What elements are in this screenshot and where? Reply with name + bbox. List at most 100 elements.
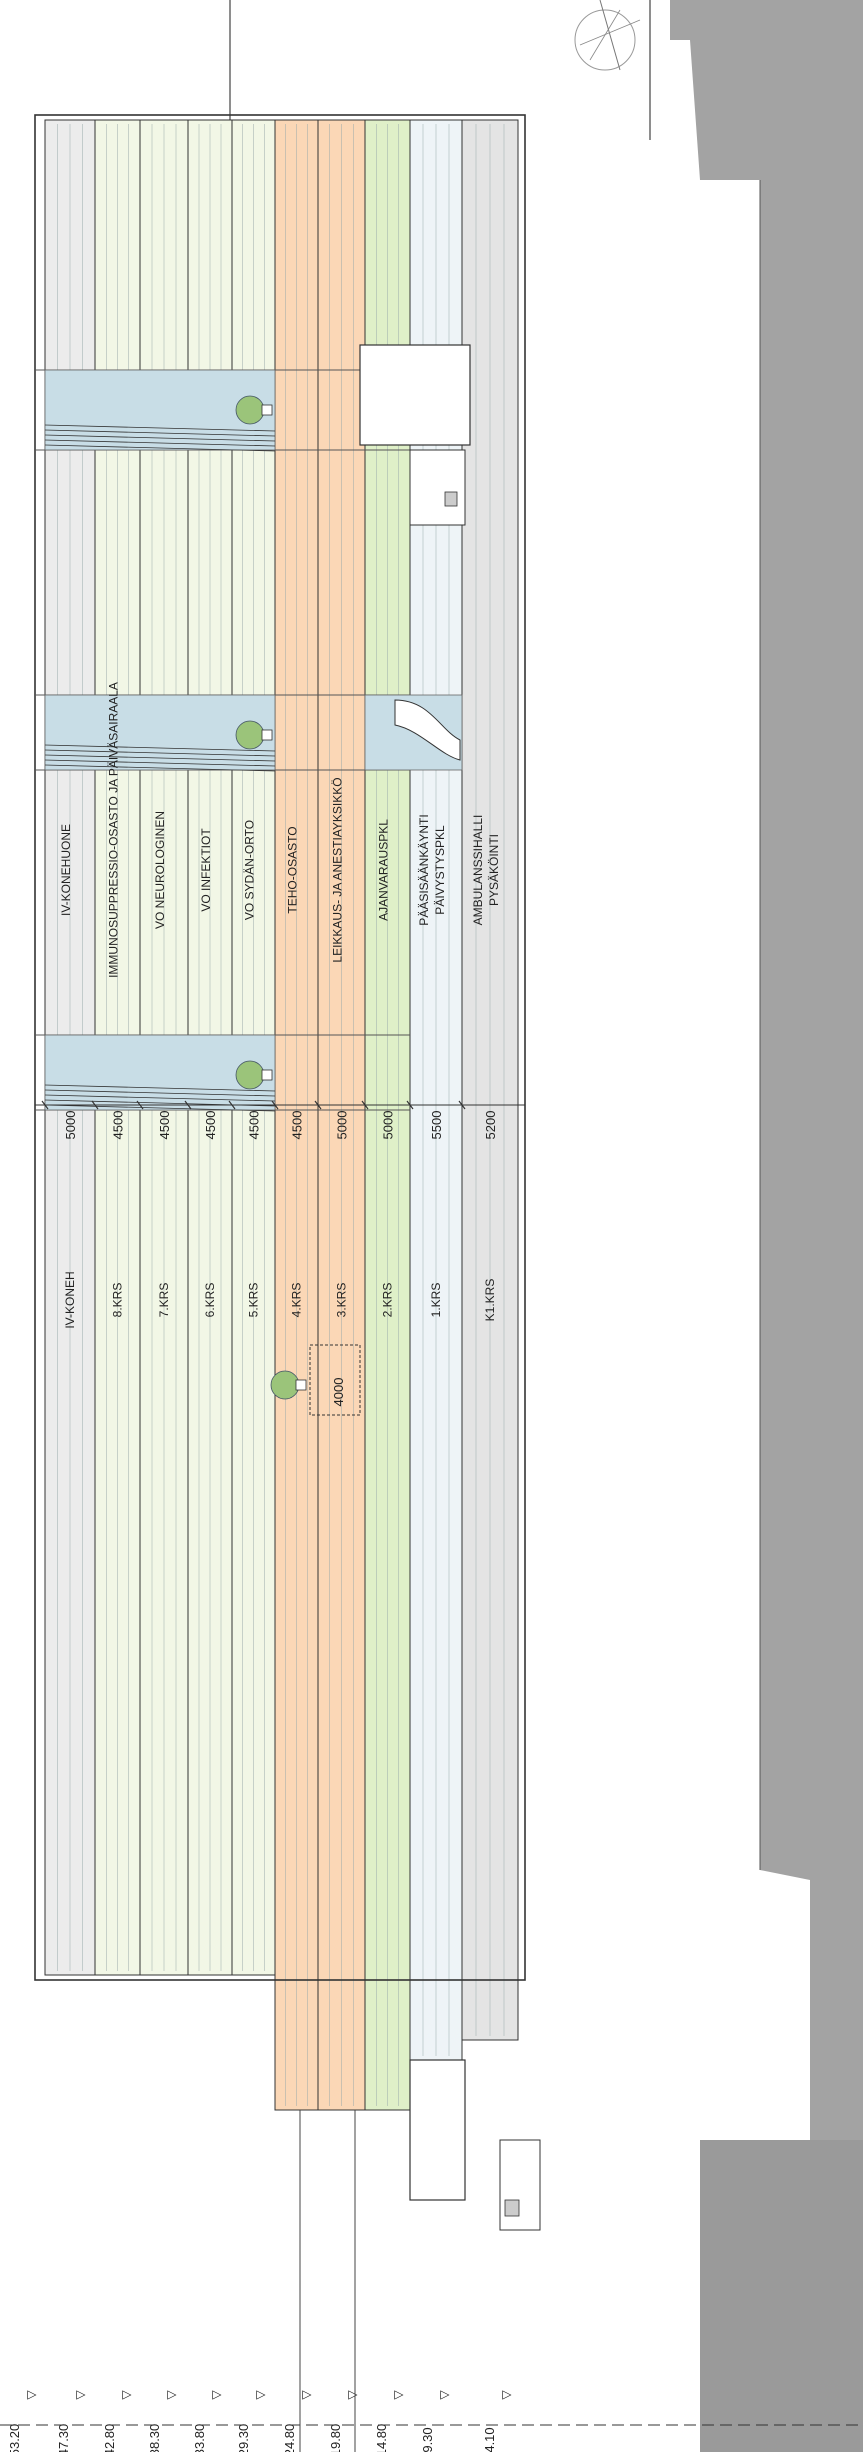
atria [44,344,471,1112]
canopy-dimension: 4000 [331,1378,346,1407]
atrium-hatch [44,444,276,452]
atrium-hatch [44,434,276,442]
dimension-tick [136,1100,144,1110]
planter [261,729,273,741]
floor-height-k1: 5500 [429,1111,444,1140]
floor-function-k6: VO INFEKTIOT [199,828,213,912]
planter [261,404,273,416]
level-marker-10: ▽ [499,2390,513,2400]
atrium-hatch [44,1094,276,1102]
floor-label-k5: 5.KRS [247,1283,261,1318]
level-value-8: 14.80 [374,2424,389,2452]
tree-crown [235,720,265,750]
surroundings [204,0,863,2452]
atrium-hatch [44,424,276,432]
extras [299,2059,541,2452]
dimension-tick [271,1100,279,1110]
floor-height-k3: 5000 [335,1111,350,1140]
tree-icon [270,1370,300,1400]
atrium-hatch [44,764,276,772]
floor-function-k2: AJANVARAUSPKL [377,819,391,921]
atrium-hatch [44,1084,276,1092]
atrium-hatch [44,429,276,437]
ground-bottom [700,2140,863,2452]
level-value-0: 53.20 [7,2424,22,2452]
floor-function-k1k: AMBULANSSIHALLI [471,815,485,926]
dimension-tick [91,1100,99,1110]
floor-function-k1k: PYSÄKÖINTI [487,834,501,906]
floor-height-k2: 5000 [381,1111,396,1140]
level-marker-7: ▽ [345,2390,359,2400]
floor-function-k3: LEIKKAUS- JA ANESTIAYKSIKKÖ [331,777,345,962]
level-marker-2: ▽ [119,2390,133,2400]
floor-height-k7: 4500 [157,1111,172,1140]
floor-label-ivkone: IV-KONEH [63,1271,77,1328]
level-marker-9: ▽ [437,2390,451,2400]
floor-function-k8: IMMUNOSUPPRESSIO-OSASTO JA PÄIVÄSAIRAALA [107,682,121,978]
floor-label-k6: 6.KRS [203,1283,217,1318]
vehicle-icon [504,2199,520,2217]
tree-icon [235,720,273,750]
tree-crown [235,395,265,425]
vehicle-icon [444,491,458,507]
planter [295,1379,307,1391]
vertical-shaft [359,344,471,446]
level-marker-0: ▽ [24,2390,38,2400]
floor-function-k4: TEHO-OSASTO [286,826,300,913]
level-marker-8: ▽ [391,2390,405,2400]
level-marker-3: ▽ [164,2390,178,2400]
floor-height-ivkone: 5000 [63,1111,78,1140]
floor-label-k3: 3.KRS [335,1283,349,1318]
floor-label-k8: 8.KRS [111,1283,125,1318]
level-marker-1: ▽ [73,2390,87,2400]
dimension-tick [228,1100,236,1110]
floor-texts: IV-KONEHUONE IV-KONEH IMMUNOSUPPRESSIO-OSA… [59,682,501,1329]
level-value-1: 47.30 [56,2424,71,2452]
atrium-hatch [44,1089,276,1097]
level-value-10: 4.10 [482,2427,497,2452]
floor-label-k4: 4.KRS [290,1283,304,1318]
atrium-hatch [44,754,276,762]
atrium-hatch [44,439,276,447]
dimension-tick [314,1100,322,1110]
floor-height-k8: 4500 [111,1111,126,1140]
floor-height-k4: 4500 [290,1111,305,1140]
ambulance-bay [499,2139,541,2231]
floor-function-k7: VO NEUROLOGINEN [153,811,167,929]
level-marker-5: ▽ [253,2390,267,2400]
planter [261,1069,273,1081]
atrium-hatch [44,749,276,757]
tree-crown [235,1060,265,1090]
level-marker-6: ▽ [299,2390,313,2400]
floor-function-k5: VO SYDÄN-ORTO [243,820,257,920]
ramp-structure [409,2059,466,2201]
floor-function-ivkone: IV-KONEHUONE [59,824,73,916]
dimension-tick [184,1100,192,1110]
floor-label-k7: 7.KRS [157,1283,171,1318]
floor-height-k1k: 5200 [483,1111,498,1140]
level-value-9: 9.30 [420,2427,435,2452]
level-value-6: 24.80 [282,2424,297,2452]
dimension-tick [361,1100,369,1110]
level-value-4: 33.80 [192,2424,207,2452]
atrium-hatch [44,759,276,767]
level-markers: 53.20▽47.30▽42.80▽38.30▽33.80▽29.30▽24.8… [0,2390,863,2456]
tree-icon [235,1060,273,1090]
level-value-5: 29.30 [236,2424,251,2452]
level-value-3: 38.30 [147,2424,162,2452]
dimension-tick [406,1100,414,1110]
atrium-hatch [44,1104,276,1112]
tree-icon [235,395,273,425]
lift-core [409,449,466,526]
floor-label-k1k: K1.KRS [483,1279,497,1322]
level-value-7: 19.80 [328,2424,343,2452]
dimension-tick [458,1100,466,1110]
floor-label-k2: 2.KRS [381,1283,395,1318]
dimension-tick [41,1100,49,1110]
floor-function-k1: PÄÄSISÄÄNKÄYNTI [417,814,431,925]
atrium-hatch [44,744,276,752]
stair-icon [394,699,461,761]
